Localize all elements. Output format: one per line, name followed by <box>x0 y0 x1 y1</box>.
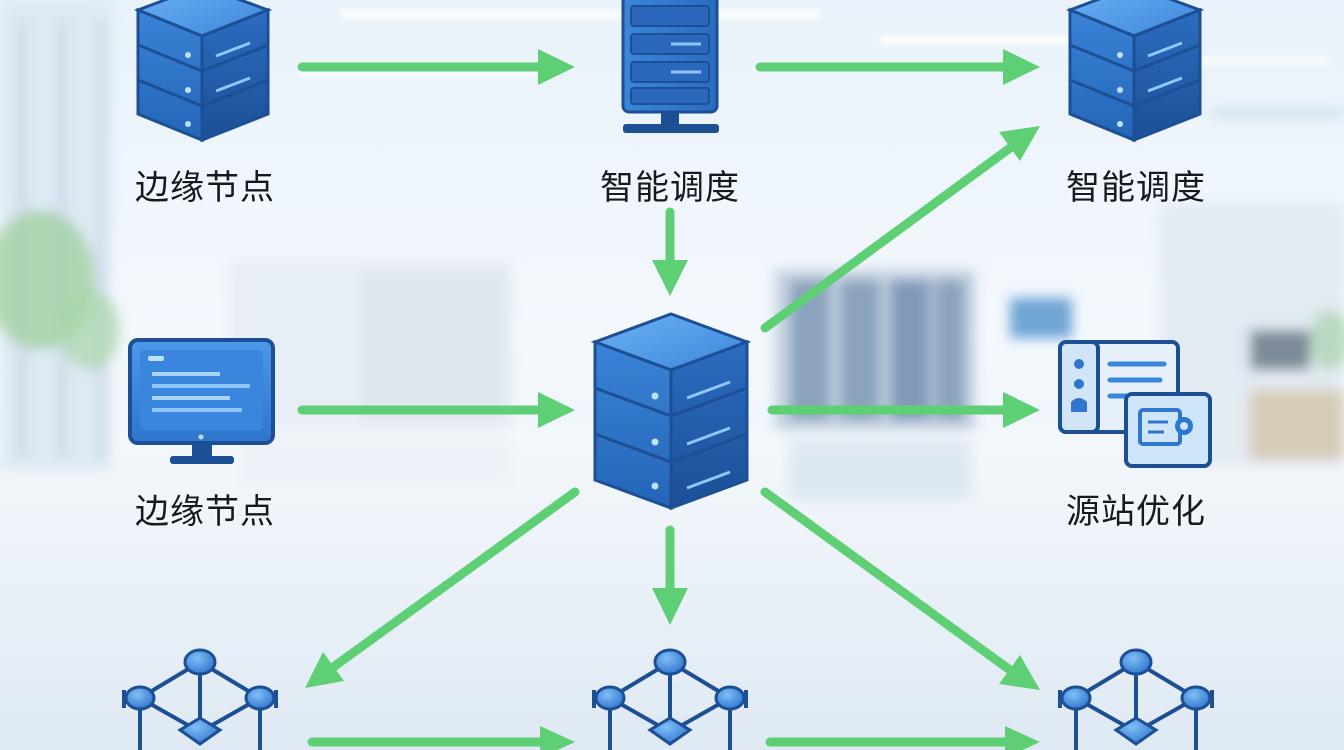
arrow-center-to-scheduler-right <box>760 126 1040 333</box>
server-tower-icon <box>621 0 719 133</box>
monitor-icon <box>128 338 275 464</box>
arrow-center-to-network-right <box>760 487 1040 690</box>
arrow-center-to-network-middle <box>652 525 688 625</box>
arrow-center-to-network-left <box>305 487 580 688</box>
arrow-center-to-origin <box>767 392 1040 428</box>
network-mesh-icon <box>1058 648 1214 750</box>
network-mesh-icon <box>122 648 278 750</box>
arrow-network-left-to-middle <box>307 726 575 750</box>
arrow-network-middle-to-right <box>765 726 1040 750</box>
arrow-edge-top-to-scheduler <box>297 49 575 85</box>
label-scheduler-top: 智能调度 <box>600 168 740 208</box>
network-mesh-icon <box>592 648 748 750</box>
server-stack-icon <box>133 0 273 143</box>
label-scheduler-right: 智能调度 <box>1066 168 1206 208</box>
arrow-monitor-to-center <box>297 392 575 428</box>
server-stack-icon <box>590 312 752 511</box>
arrow-scheduler-to-center <box>652 207 688 296</box>
label-edge-node-top: 边缘节点 <box>135 168 275 208</box>
label-edge-node-monitor: 边缘节点 <box>135 492 275 532</box>
label-origin-optimize: 源站优化 <box>1066 492 1206 532</box>
document-panel-icon <box>1058 340 1212 468</box>
server-stack-icon <box>1065 0 1205 143</box>
arrow-scheduler-to-right <box>755 49 1040 85</box>
